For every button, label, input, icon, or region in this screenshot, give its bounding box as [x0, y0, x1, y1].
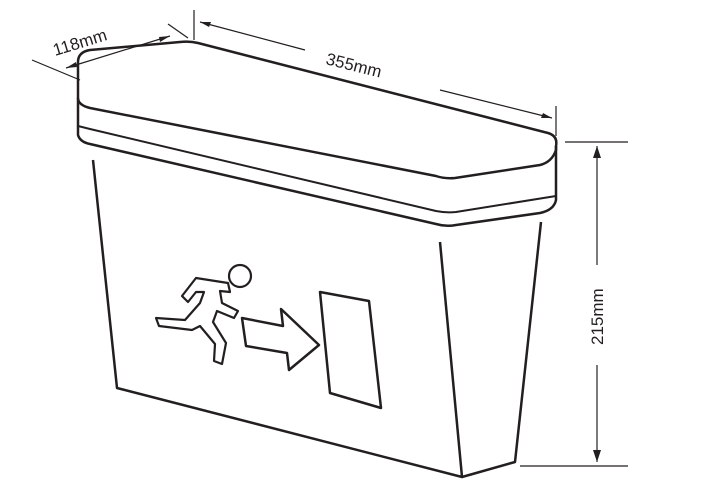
running-man-icon	[154, 263, 253, 366]
height-label: 215mm	[588, 288, 607, 345]
body-side	[461, 221, 543, 479]
arrowheads	[66, 22, 601, 462]
cap-edge	[76, 98, 558, 228]
door-icon	[318, 290, 383, 410]
cap-lower-line	[77, 125, 557, 214]
arrow-icon	[240, 307, 321, 372]
body-front	[91, 159, 464, 479]
dimension-lines	[31, 10, 628, 467]
